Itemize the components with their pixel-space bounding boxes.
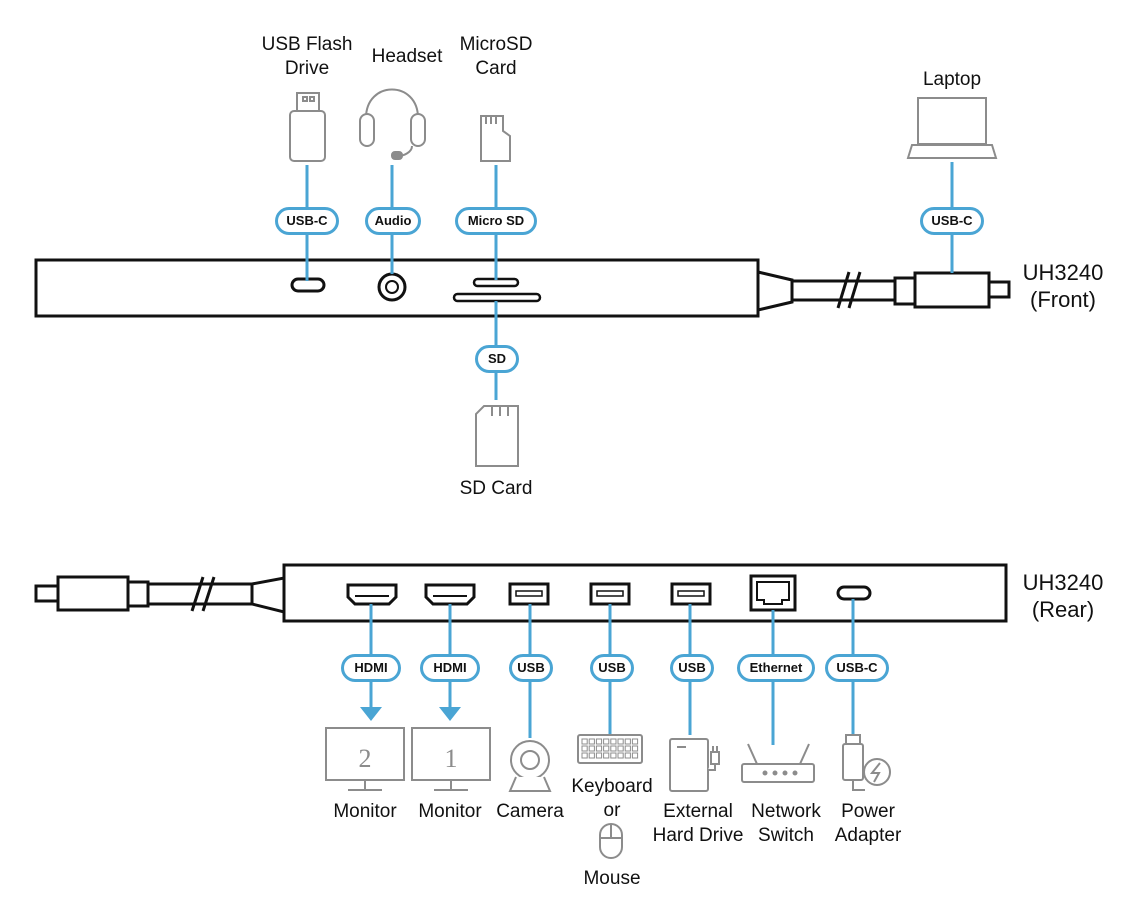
rear-port-usb-c-power: USB-C (825, 654, 889, 682)
front-port-audio: Audio (365, 207, 421, 235)
external-hard-drive-label-line1: External (663, 801, 733, 822)
usb-flash-drive-icon (289, 92, 326, 162)
keyboard-key (617, 752, 624, 759)
keyboard-key (617, 738, 624, 745)
network-switch-icon (741, 743, 815, 783)
rear-port-ethernet: Ethernet (737, 654, 815, 682)
keyboard-key (588, 738, 595, 745)
front-hub-label: UH3240 (Front) (1008, 259, 1118, 313)
keyboard-key (610, 752, 617, 759)
front-port-usb-c: USB-C (275, 207, 339, 235)
mouse-icon (599, 823, 623, 859)
rear-port-hdmi-2: HDMI (341, 654, 401, 682)
keyboard-key (624, 752, 631, 759)
network-switch-label: Network Switch (736, 800, 836, 848)
front-hub-side: (Front) (1030, 287, 1096, 312)
microsd-card-icon (480, 115, 511, 162)
hdmi-port-1 (424, 583, 476, 606)
keyboard-key (588, 752, 595, 759)
power-adapter-icon (842, 734, 891, 791)
network-switch-label-line2: Switch (758, 825, 814, 846)
keyboard-key (588, 745, 595, 752)
ethernet-port (749, 574, 797, 612)
microsd-slot (472, 277, 520, 288)
rear-hub-label: UH3240 (Rear) (1008, 569, 1118, 623)
power-adapter-label-line2: Adapter (834, 825, 902, 846)
rear-hub (282, 563, 1008, 623)
keyboard-key (603, 738, 610, 745)
keyboard-label-line2: or (603, 800, 621, 821)
keyboard-keys (581, 738, 639, 759)
keyboard-key (603, 745, 610, 752)
front-port-sd: SD (475, 345, 519, 373)
keyboard-key (610, 745, 617, 752)
rear-usb-c-port (836, 585, 872, 601)
front-cable (756, 270, 1011, 312)
keyboard-key (631, 745, 639, 752)
hdmi-arrow-2 (360, 707, 382, 721)
network-switch-label-line1: Network (751, 801, 821, 822)
microsd-card-label-line2: Card (475, 58, 517, 79)
keyboard-key (631, 738, 639, 745)
keyboard-key (610, 738, 617, 745)
rear-port-hdmi-1: HDMI (420, 654, 480, 682)
keyboard-key (631, 752, 639, 759)
headset-icon (359, 88, 426, 160)
mouse-label: Mouse (583, 868, 641, 889)
keyboard-key (624, 745, 631, 752)
keyboard-key (617, 745, 624, 752)
front-port-usb-c-laptop: USB-C (920, 207, 984, 235)
keyboard-key (595, 745, 603, 752)
rear-hub-side: (Rear) (1031, 597, 1095, 622)
laptop-label: Laptop (922, 69, 982, 90)
headset-label: Headset (371, 46, 443, 67)
keyboard-key (624, 738, 631, 745)
keyboard-key (595, 752, 603, 759)
usb-flash-drive-label-line2: Drive (284, 58, 330, 79)
microsd-card-label-line1: MicroSD (459, 34, 533, 55)
keyboard-key (603, 752, 610, 759)
sd-card-label: SD Card (459, 478, 533, 499)
front-port-micro-sd: Micro SD (455, 207, 537, 235)
keyboard-key (581, 745, 588, 752)
microsd-card-label: MicroSD Card (436, 33, 556, 81)
rear-hub-name: UH3240 (1022, 570, 1104, 595)
camera-label: Camera (496, 801, 564, 822)
monitor-1-number: 1 (445, 744, 458, 773)
keyboard-key (581, 752, 588, 759)
laptop-icon (906, 97, 998, 159)
power-adapter-label-line1: Power (841, 801, 895, 822)
rear-port-usb-camera: USB (509, 654, 553, 682)
front-hub-name: UH3240 (1022, 260, 1104, 285)
monitor-1-label: Monitor (418, 801, 482, 822)
monitor-1-icon (411, 727, 491, 791)
usb-flash-drive-label-line1: USB Flash (261, 34, 353, 55)
keyboard-label-line1: Keyboard (571, 776, 653, 797)
power-adapter-label: Power Adapter (818, 800, 918, 848)
monitor-2-number: 2 (359, 744, 372, 773)
keyboard-key (595, 738, 603, 745)
camera-icon (508, 740, 552, 792)
external-hard-drive-label: External Hard Drive (640, 800, 756, 848)
sd-card-icon (475, 405, 519, 467)
keyboard-label: Keyboard or (560, 775, 664, 823)
rear-port-usb-drive: USB (670, 654, 714, 682)
front-hub (34, 258, 760, 318)
rear-cable (34, 575, 286, 614)
external-hard-drive-icon (669, 738, 720, 792)
usb-flash-drive-label: USB Flash Drive (237, 33, 377, 81)
hdmi-arrow-1 (439, 707, 461, 721)
keyboard-key (581, 738, 588, 745)
external-hard-drive-label-line2: Hard Drive (652, 825, 744, 846)
sd-slot (452, 292, 542, 303)
monitor-2-icon (325, 727, 405, 791)
hdmi-port-2 (346, 583, 398, 606)
rear-port-usb-keyboard: USB (590, 654, 634, 682)
monitor-2-label: Monitor (333, 801, 397, 822)
